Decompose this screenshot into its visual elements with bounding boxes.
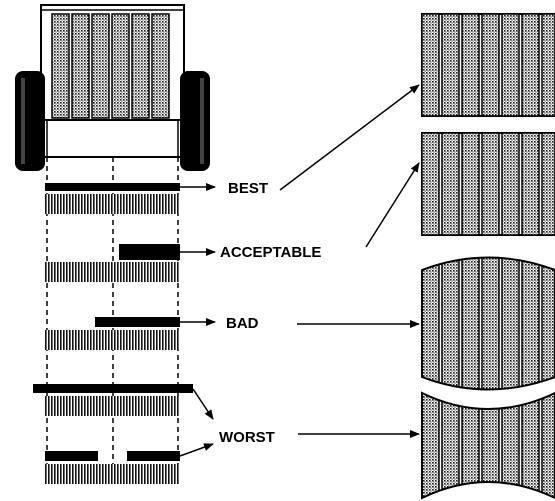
panel-concave-worst [421, 391, 555, 500]
label-bad: BAD [226, 315, 259, 332]
acceptable-bar [119, 244, 180, 260]
vehicle-top-view [15, 4, 210, 171]
worst-bar-top [33, 384, 193, 393]
worst-bar-right [127, 451, 180, 461]
row-worst: WORST [33, 384, 275, 484]
panel-straight-acceptable [421, 132, 555, 236]
panel-straight-best [421, 13, 555, 117]
best-roll [45, 194, 180, 214]
left-wheel [15, 71, 45, 171]
label-best: BEST [228, 180, 268, 197]
connector-arrows [279, 84, 420, 438]
worst-roll-top [45, 396, 180, 416]
label-acceptable: ACCEPTABLE [220, 244, 321, 261]
row-best: BEST [45, 180, 268, 214]
bad-roll [45, 330, 180, 350]
right-wheel [180, 71, 210, 171]
worst-bar-left [45, 451, 98, 461]
bad-bar [95, 317, 180, 327]
label-worst: WORST [219, 429, 275, 446]
row-acceptable: ACCEPTABLE [45, 244, 321, 282]
hopper-slats [51, 13, 170, 119]
row-bad: BAD [45, 315, 259, 350]
acceptable-connector [365, 162, 420, 248]
worst-roll-bottom [45, 464, 180, 484]
best-connector [279, 84, 420, 191]
best-bar [45, 183, 180, 191]
acceptable-roll [45, 262, 180, 282]
panel-convex-bad [421, 256, 555, 391]
